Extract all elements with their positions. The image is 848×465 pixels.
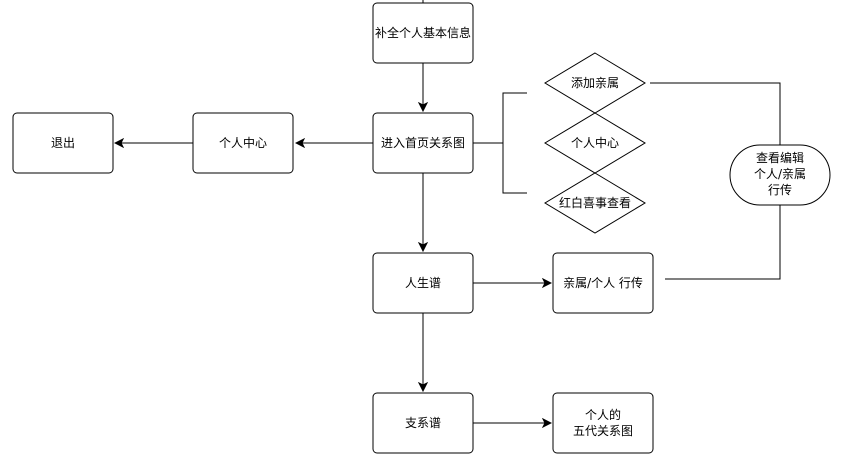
node-enter-home-box[interactable] (372, 112, 474, 174)
node-five-generation[interactable]: 个人的 五代关系图 (552, 392, 654, 454)
node-enter-home[interactable]: 进入首页关系图 (372, 112, 474, 174)
node-complete-info-label: 补全个人基本信息 (375, 25, 471, 40)
node-personal-center-decision-label: 个人中心 (571, 135, 619, 150)
node-view-edit-line2: 个人/亲属 (754, 167, 806, 181)
node-life-genealogy[interactable]: 人生谱 (372, 252, 474, 314)
node-relative-biography-label: 亲属/个人 行传 (563, 275, 643, 290)
node-view-edit-line1: 查看编辑 (756, 150, 804, 165)
node-complete-info[interactable]: 补全个人基本信息 (372, 2, 474, 64)
node-weddings-funerals-diamond[interactable] (544, 172, 646, 234)
node-personal-center-decision[interactable]: 个人中心 (544, 112, 646, 174)
node-complete-info-box[interactable] (372, 2, 474, 64)
node-personal-center[interactable]: 个人中心 (192, 112, 294, 174)
node-logout-box[interactable] (12, 112, 114, 174)
edge-home-bracket (473, 92, 527, 194)
node-personal-center-label: 个人中心 (219, 135, 267, 150)
node-life-genealogy-label: 人生谱 (405, 276, 441, 290)
edge-biography-to-view-edit (665, 205, 781, 280)
node-view-edit-line3: 行传 (768, 182, 792, 197)
node-relative-biography[interactable]: 亲属/个人 行传 (552, 252, 654, 314)
node-five-generation-line1: 个人的 (585, 407, 621, 422)
edges (115, 0, 781, 423)
node-logout[interactable]: 退出 (12, 112, 114, 174)
node-view-edit-terminator[interactable] (729, 144, 831, 206)
node-logout-label: 退出 (51, 136, 75, 150)
node-personal-center-box[interactable] (192, 112, 294, 174)
node-life-genealogy-box[interactable] (372, 252, 474, 314)
node-view-edit[interactable]: 查看编辑 个人/亲属 行传 (729, 144, 831, 206)
node-add-relative-label: 添加亲属 (571, 76, 619, 90)
node-relative-biography-box[interactable] (552, 252, 654, 314)
node-enter-home-label: 进入首页关系图 (381, 136, 465, 150)
node-add-relative[interactable]: 添加亲属 (544, 52, 646, 114)
node-five-generation-line2: 五代关系图 (573, 424, 633, 438)
node-weddings-funerals[interactable]: 红白喜事查看 (544, 172, 646, 234)
node-branch-genealogy-box[interactable] (372, 392, 474, 454)
node-branch-genealogy-label: 支系谱 (405, 416, 441, 430)
node-weddings-funerals-label: 红白喜事查看 (559, 195, 631, 210)
node-five-generation-box[interactable] (552, 392, 654, 454)
edge-add-relative-to-view-edit (650, 82, 781, 145)
node-branch-genealogy[interactable]: 支系谱 (372, 392, 474, 454)
